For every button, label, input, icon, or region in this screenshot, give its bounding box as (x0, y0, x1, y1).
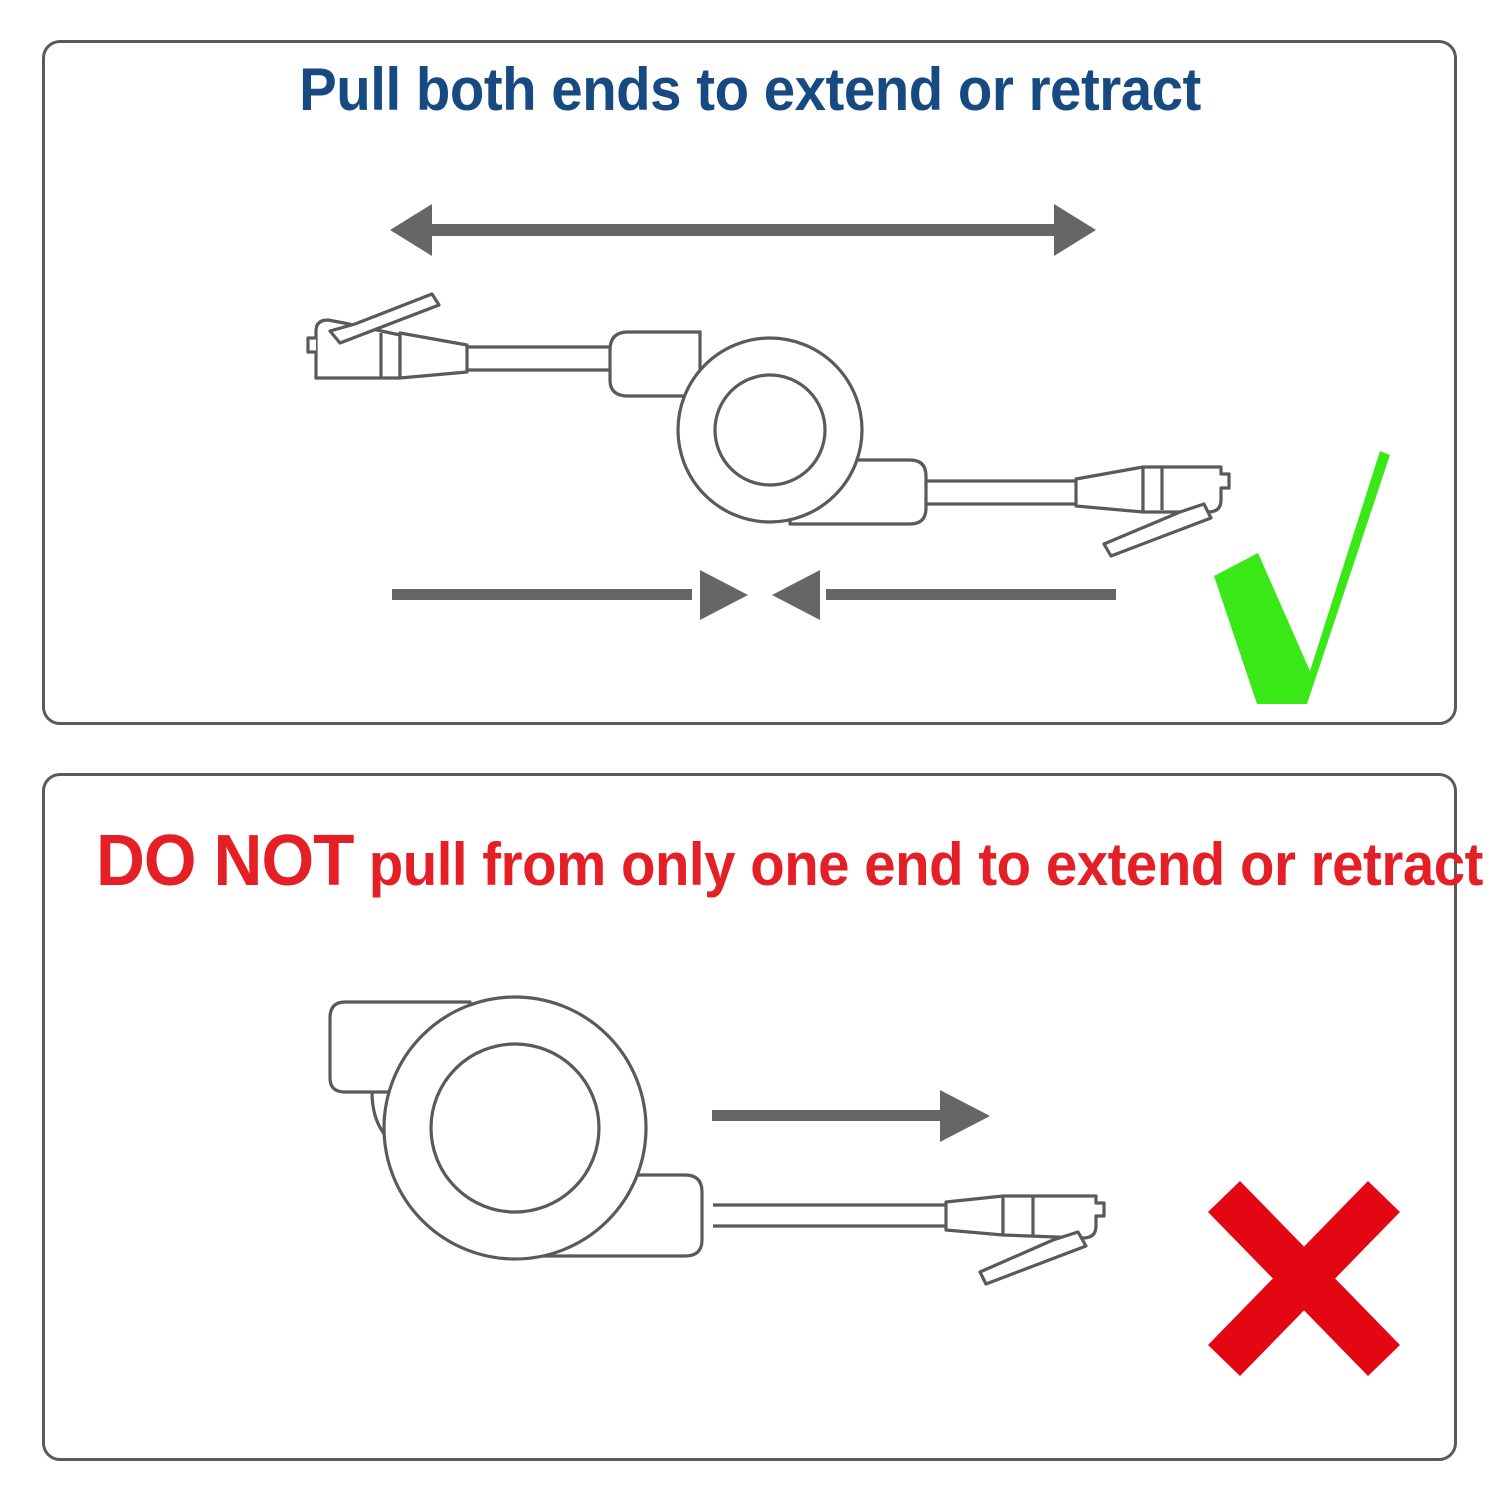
panel-incorrect-title-emphasis: DO NOT (96, 821, 354, 901)
panel-incorrect-title: DO NOT pull from only one end to extend … (96, 825, 1483, 897)
panel-correct-usage (42, 40, 1457, 725)
panel-correct-title: Pull both ends to extend or retract (299, 56, 1201, 123)
panel-incorrect-title-rest: pull from only one end to extend or retr… (353, 831, 1484, 898)
